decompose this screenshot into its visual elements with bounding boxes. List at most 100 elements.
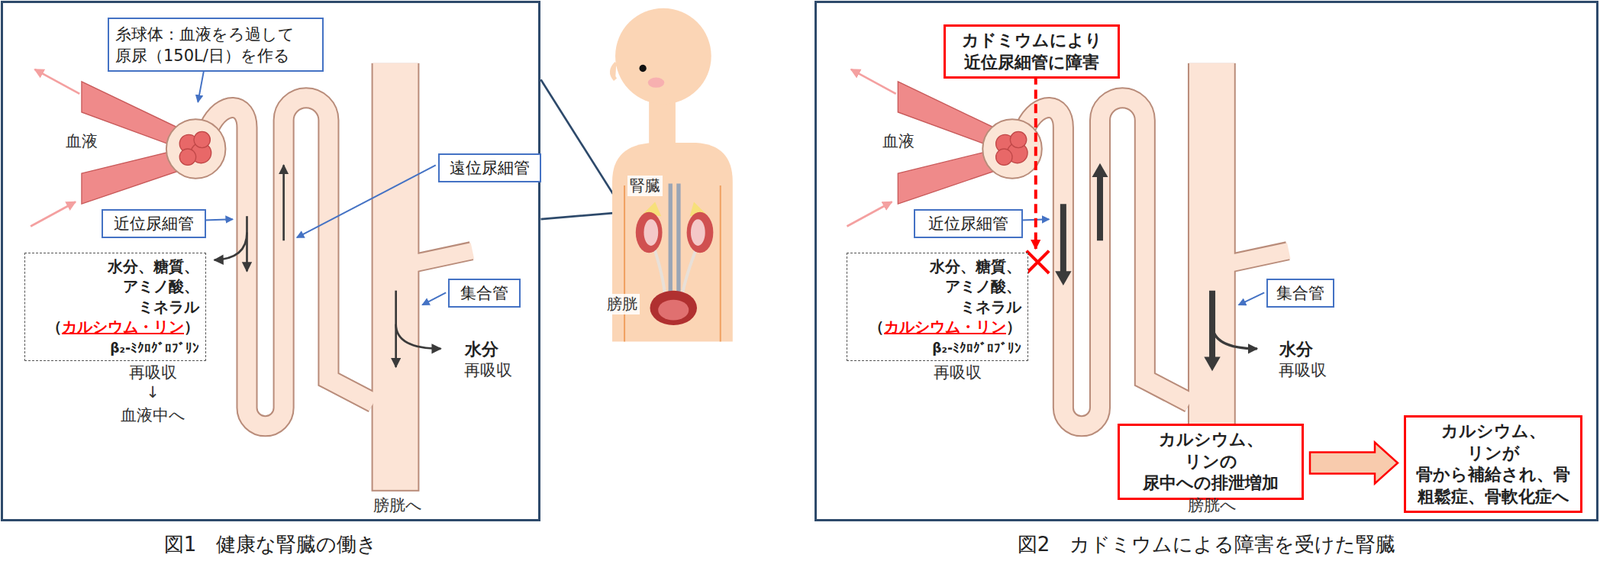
drawing-part	[34, 69, 80, 94]
drawing-part	[282, 164, 285, 241]
text-line: 遠位尿細管	[445, 157, 534, 179]
callout-box: 遠位尿細管	[438, 153, 542, 183]
drawing-part	[373, 63, 419, 491]
callout-box: 近位尿細管	[913, 209, 1023, 239]
box-text: ）	[1006, 317, 1022, 336]
drawing-part	[670, 183, 679, 298]
figure-panel: 図1 健康な腎臓の働き糸球体：血液をろ過して 原尿（150L/日）を作る近位尿細…	[0, 0, 541, 522]
box-text: ）	[183, 317, 200, 336]
text-label: 再吸収	[1278, 359, 1327, 381]
box-text: 糸球体：血液をろ過して 原尿（150L/日）を作る	[115, 23, 297, 67]
drawing-part	[193, 131, 210, 148]
box-text: 近位尿細管	[928, 214, 1009, 233]
human-figure	[612, 8, 733, 342]
box-text: 集合管	[1276, 283, 1325, 303]
box-text: 近位尿細管	[113, 214, 194, 233]
callout-box: 近位尿細管	[101, 209, 207, 239]
callout-box: 集合管	[1266, 278, 1335, 308]
reabsorb-box: 水分、糖質、 アミノ酸、 ミネラル（カルシウム・リン） β₂-ﾐｸﾛｸﾞﾛﾌﾞﾘﾝ	[846, 252, 1029, 362]
drawing-part	[643, 219, 659, 246]
drawing-part	[635, 212, 663, 253]
drawing-part	[1026, 251, 1049, 274]
drawing-part	[422, 292, 446, 305]
drawing-part	[540, 79, 625, 220]
figure-caption: 図1 健康な腎臓の働き	[3, 531, 539, 559]
drawing-part	[1096, 170, 1104, 241]
box-text: 集合管	[460, 283, 509, 303]
reabsorb-box: 水分、糖質、 アミノ酸、 ミネラル（カルシウム・リン） β₂-ﾐｸﾛｸﾞﾛﾌﾞﾘﾝ	[24, 252, 207, 362]
drawing-part	[1238, 292, 1265, 305]
text-line: 集合管	[1274, 282, 1327, 304]
text-label: 再吸収	[464, 359, 513, 381]
text-line: （カルシウム・リン）	[853, 316, 1022, 337]
drawing-part	[371, 63, 420, 492]
text-label: 血液	[65, 130, 98, 152]
box-text: （	[46, 317, 62, 336]
figure-caption: 図2 カドミウムによる障害を受けた腎臓	[816, 531, 1597, 559]
damage-box: カドミウムにより 近位尿細管に障害	[943, 24, 1120, 79]
text-line: （カルシウム・リン）	[31, 316, 200, 337]
figure-panel: 図2 カドミウムによる障害を受けた腎臓カドミウムにより 近位尿細管に障害近位尿細…	[814, 0, 1599, 522]
text-label: 腎臓	[627, 175, 663, 197]
text-line: 水分、糖質、 アミノ酸、 ミネラル	[31, 256, 200, 317]
text-label: 再吸収	[129, 361, 178, 384]
box-text: β₂-ﾐｸﾛｸﾞﾛﾌﾞﾘﾝ	[109, 340, 200, 356]
drawing-part	[197, 69, 204, 103]
damage-mark	[1026, 75, 1049, 274]
box-text: （	[868, 317, 884, 336]
text-label: 膀胱へ	[373, 494, 423, 517]
drawing-part	[296, 164, 436, 238]
drawing-part	[245, 216, 249, 271]
effect-box: カルシウム、リンの 尿中への排泄増加	[1117, 423, 1304, 500]
callout-box: 糸球体：血液をろ過して 原尿（150L/日）を作る	[107, 17, 324, 72]
drawing-part	[658, 300, 689, 321]
drawing-part	[396, 324, 442, 349]
text-label: 膀胱へ	[1187, 494, 1237, 517]
text-line: 近位尿細管	[109, 212, 199, 235]
text-label: 膀胱	[604, 293, 640, 315]
text-line: カドミウムにより 近位尿細管に障害	[951, 29, 1112, 74]
drawing-part	[179, 148, 196, 165]
text-line: 水分、糖質、 アミノ酸、 ミネラル	[853, 256, 1022, 317]
drawing-part	[1060, 203, 1067, 278]
drawing-part	[653, 245, 699, 298]
drawing-part	[612, 63, 617, 80]
text-line: 糸球体：血液をろ過して 原尿（150L/日）を作る	[115, 23, 317, 67]
drawing-part	[690, 219, 706, 246]
block-arrow	[1309, 442, 1398, 484]
drawing-part	[209, 97, 374, 426]
text-line: β₂-ﾐｸﾛｸﾞﾛﾌﾞﾘﾝ	[853, 337, 1022, 358]
text-label: ↓	[145, 383, 160, 402]
text-line: カルシウム、リンの 尿中への排泄増加	[1125, 429, 1296, 495]
text-line: 近位尿細管	[921, 212, 1016, 235]
text-label: 水分	[1279, 338, 1313, 362]
text-label: 血液	[882, 130, 915, 152]
drawing-part	[209, 97, 374, 426]
box-text: 水分、糖質、 アミノ酸、 ミネラル	[104, 256, 200, 317]
box-text: 遠位尿細管	[449, 158, 530, 178]
drawing-part	[650, 290, 697, 326]
text-line: β₂-ﾐｸﾛｸﾞﾛﾌﾞﾘﾝ	[31, 337, 200, 358]
box-text: β₂-ﾐｸﾛｸﾞﾛﾌﾞﾘﾝ	[932, 340, 1022, 356]
text-line: カルシウム、リンが 骨から補給され、骨 粗鬆症、骨軟化症へ	[1412, 420, 1575, 508]
drawing-part	[648, 77, 665, 88]
box-text: 水分、糖質、 アミノ酸、 ミネラル	[926, 256, 1022, 317]
zoom-callout	[540, 79, 625, 220]
drawing-part	[687, 212, 714, 253]
text-label: 再吸収	[933, 361, 982, 384]
drawing-part	[166, 119, 226, 178]
text-label: 血液中へ	[120, 404, 186, 426]
drawing-part	[1212, 324, 1258, 349]
box-text: カルシウム、リンが 骨から補給され、骨 粗鬆症、骨軟化症へ	[1415, 420, 1572, 508]
drawing-part	[1034, 75, 1038, 249]
flow-arrows	[214, 164, 1258, 367]
effect-box: カルシウム、リンが 骨から補給され、骨 粗鬆症、骨軟化症へ	[1403, 415, 1583, 513]
text-line: 集合管	[455, 282, 513, 304]
drawing-part	[615, 8, 712, 105]
box-text: カルシウム、リンの 尿中への排泄増加	[1132, 429, 1290, 495]
text-label: 水分	[464, 338, 499, 362]
drawing-part	[214, 232, 248, 261]
drawing-part	[203, 219, 233, 220]
